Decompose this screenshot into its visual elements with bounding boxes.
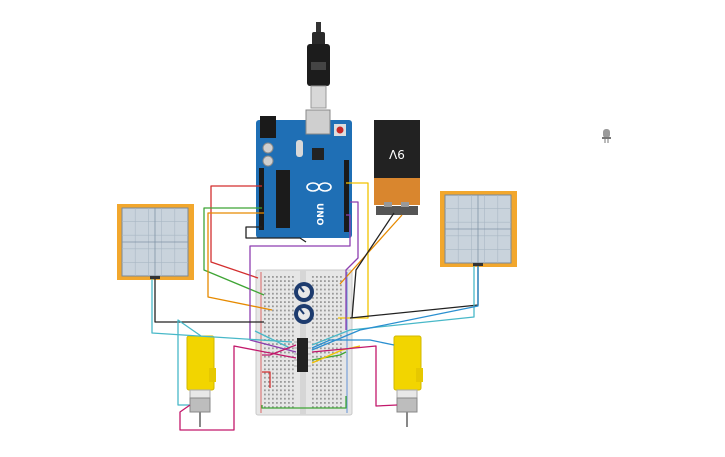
battery-voltage-label: 9V [388,147,405,161]
wire-magenta [179,345,297,431]
wires[interactable] [151,182,479,431]
wire-magenta [311,345,398,407]
dc-motor-left[interactable] [186,335,216,427]
wire-magenta [262,344,297,356]
wire-purple [249,214,351,353]
motor-driver-chip-icon[interactable] [294,338,311,372]
dc-motor-right[interactable] [393,335,423,427]
wire-yellow [311,345,361,364]
wire-red [210,185,262,279]
usb-cable-icon[interactable] [307,22,330,109]
wire-green [261,396,347,409]
wire-red [262,371,271,388]
wire-black [351,212,395,319]
wire-black [154,279,264,323]
arduino-brand-label: UNO [314,203,324,226]
wire-cyan [177,319,202,406]
wire-purple [345,201,359,330]
arduino-uno-board[interactable]: UNO [256,109,352,238]
led-icon[interactable] [602,129,611,143]
potentiometer-icon[interactable] [294,282,314,302]
wire-cyan [254,330,291,349]
wire-cyan [311,266,475,346]
potentiometer-icon[interactable] [294,304,314,324]
wire-orange [207,212,273,311]
wire-cyan [151,279,293,343]
oscilloscope-right[interactable] [440,191,517,267]
wire-green [203,207,265,296]
oscilloscope-left[interactable] [117,204,194,280]
wire-blue [311,339,395,349]
wire-black [245,226,307,243]
battery-9v[interactable]: 9V [374,120,420,215]
